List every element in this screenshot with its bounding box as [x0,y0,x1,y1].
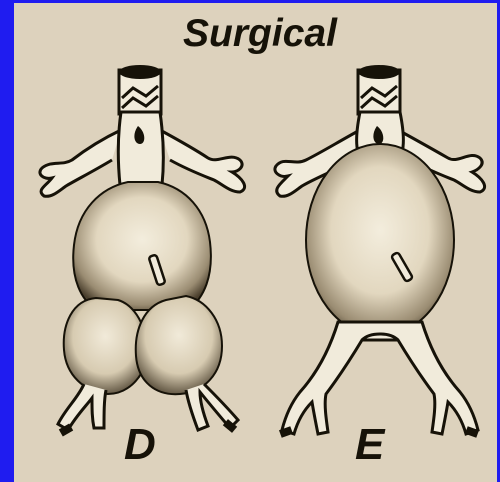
right-branch-d [160,130,245,192]
aneurysm-sac-d [73,182,211,310]
figure-d-diagram [40,65,245,436]
left-branch-d [40,130,121,196]
figure-e-diagram [275,65,485,438]
aorta-neck-d [119,65,161,114]
aorta-neck-e [358,65,400,114]
iliac-bifurcation-e [282,322,478,434]
figure-label-e: E [355,420,384,470]
aneurysm-sac-e [306,144,454,336]
right-iliac-lobe-d [136,296,222,394]
figure-label-d: D [124,420,156,470]
aorta-trunk-d [118,112,163,185]
left-iliac-leg-d [58,384,106,430]
left-iliac-lobe-d [64,298,147,394]
